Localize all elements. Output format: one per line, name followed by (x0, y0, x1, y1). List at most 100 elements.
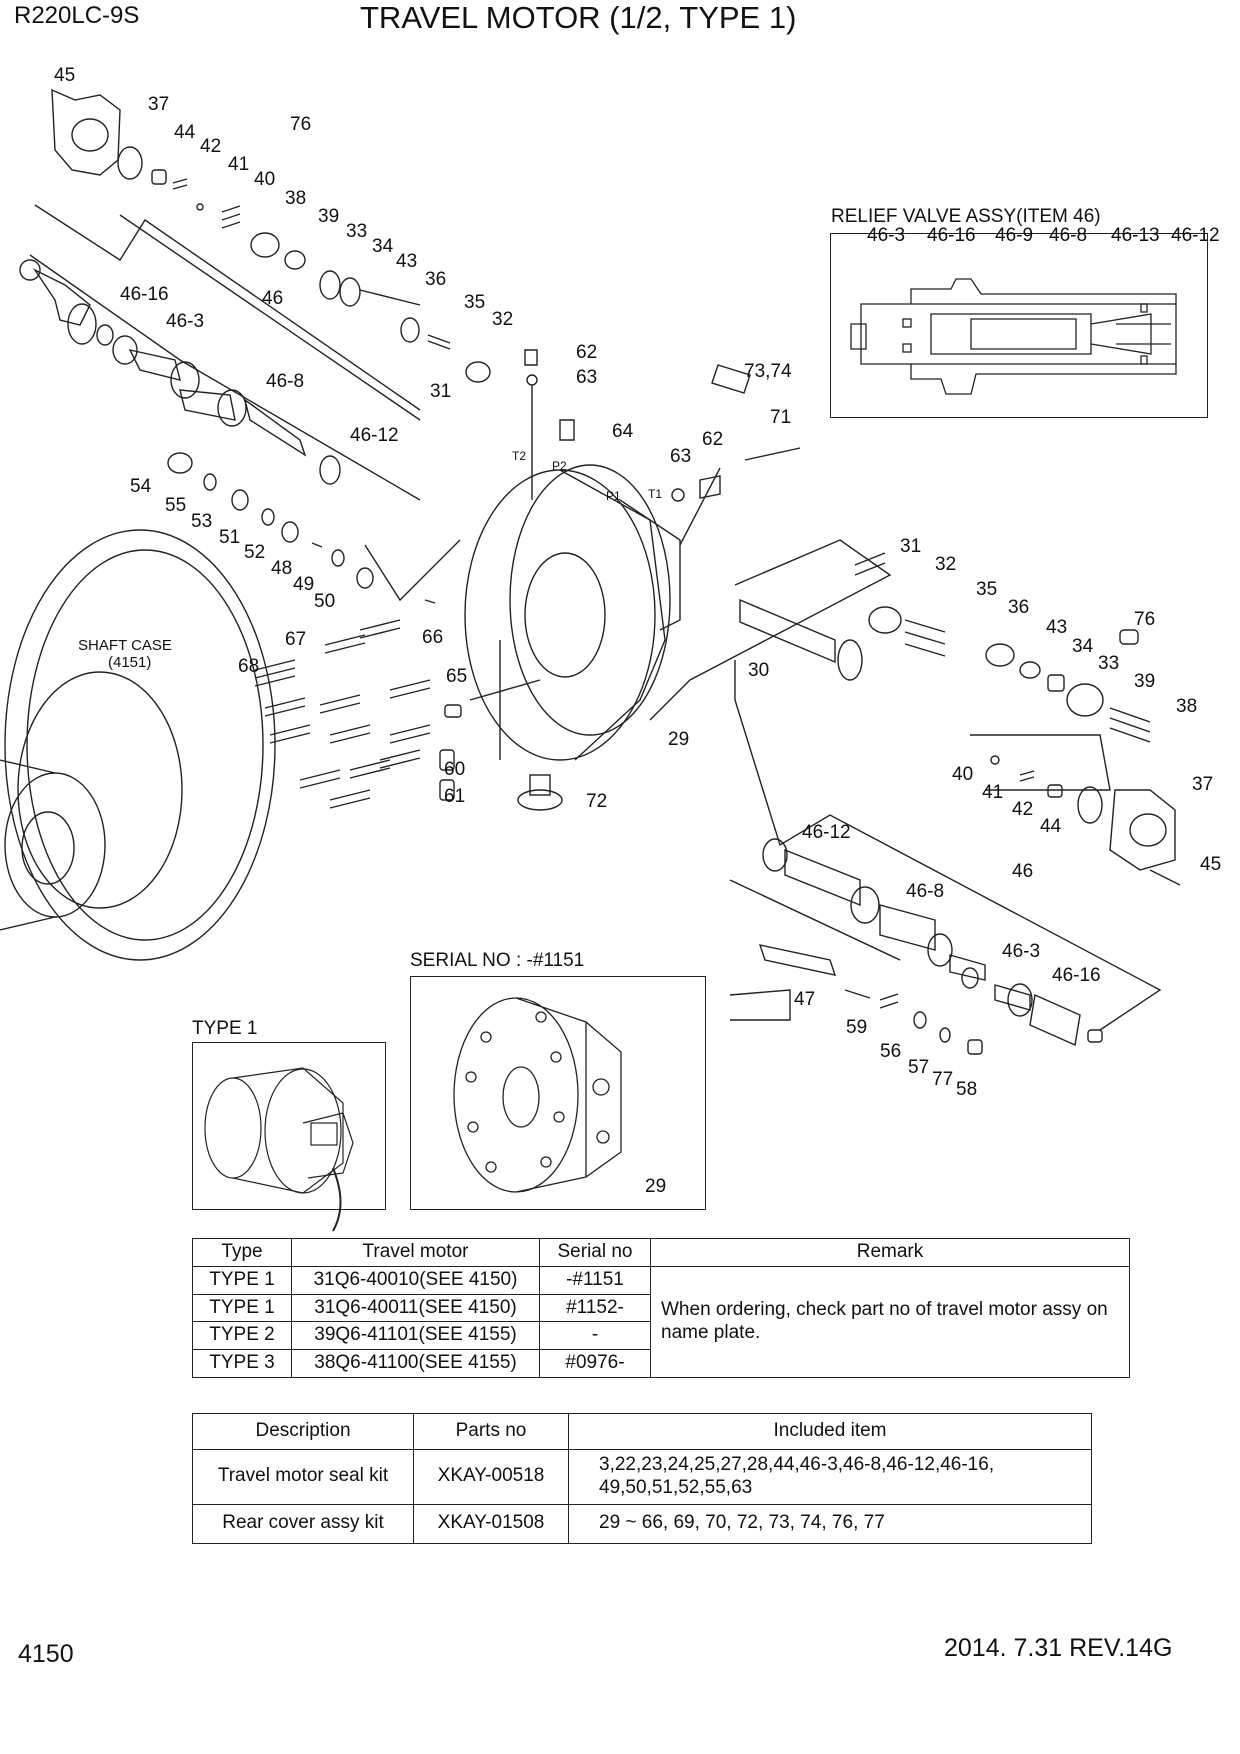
callout: 44 (1040, 816, 1062, 837)
kit-table: Description Parts no Included item Trave… (192, 1413, 1092, 1544)
kit-table-header: Parts no (413, 1413, 569, 1450)
callout: 56 (880, 1041, 902, 1062)
type-table-header: Type (192, 1238, 292, 1267)
kit-included: 3,22,23,24,25,27,28,44,46-3,46-8,46-12,4… (568, 1448, 1092, 1505)
table-row: TYPE 1 31Q6-40010(SEE 4150) -#1151 When … (192, 1265, 1130, 1378)
type-cell: TYPE 1 (192, 1293, 292, 1323)
callout: 63 (576, 367, 598, 388)
callout: 63 (670, 446, 692, 467)
port-label: T1 (648, 487, 663, 501)
callout: 29 (668, 729, 690, 750)
kit-description: Rear cover assy kit (192, 1503, 414, 1544)
callout: 58 (956, 1079, 978, 1100)
callout: 33 (346, 221, 368, 242)
shaft-case-label: SHAFT CASE (78, 637, 172, 654)
callout: 67 (285, 629, 307, 650)
type1-inset (192, 1042, 386, 1232)
callout: 32 (492, 309, 514, 330)
callout: 42 (200, 136, 222, 157)
table-row: TYPE 2 39Q6-41101(SEE 4155) - (192, 1321, 1130, 1351)
callout: 39 (318, 206, 340, 227)
serial-part-drawing (453, 997, 622, 1193)
callout: 46-8 (266, 371, 305, 392)
motor-cell: 31Q6-40011(SEE 4150) (291, 1293, 540, 1323)
relief-callout: 46-3 (867, 225, 906, 246)
callout: 41 (982, 782, 1004, 803)
revision-date: 2014. 7.31 REV.14G (944, 1634, 1173, 1662)
kit-table-header: Included item (568, 1413, 1092, 1450)
callout: 36 (1008, 597, 1030, 618)
callout: 30 (748, 660, 770, 681)
relief-callout: 46-13 (1111, 225, 1160, 246)
motor-cell: 31Q6-40010(SEE 4150) (291, 1265, 540, 1295)
callout: 46-3 (1002, 941, 1041, 962)
relief-callout: 46-16 (927, 225, 976, 246)
callout: 37 (148, 94, 170, 115)
callout: 38 (1176, 696, 1198, 717)
callout: 33 (1098, 653, 1120, 674)
callout: 50 (314, 591, 336, 612)
shaft-case-ref: (4151) (108, 654, 152, 671)
shaft-case-drawing (0, 529, 276, 961)
model-name: R220LC-9S (14, 2, 140, 29)
callout: 39 (1134, 671, 1156, 692)
port-label: P2 (552, 459, 567, 473)
table-row: TYPE 1 31Q6-40011(SEE 4150) #1152- (192, 1293, 1130, 1323)
callout: 46-8 (906, 881, 945, 902)
callout: 38 (285, 188, 307, 209)
motor-cell: 38Q6-41100(SEE 4155) (291, 1349, 540, 1378)
callout: 68 (238, 656, 260, 677)
callout: 46-3 (166, 311, 205, 332)
callout: 46 (1012, 861, 1034, 882)
serial-callout: 29 (645, 1176, 667, 1197)
callout: 55 (165, 495, 187, 516)
kit-included: 29 ~ 66, 69, 70, 72, 73, 74, 76, 77 (568, 1503, 1092, 1544)
relief-box-title: RELIEF VALVE ASSY(ITEM 46) (831, 206, 1101, 227)
relief-valve-box: RELIEF VALVE ASSY(ITEM 46) 46-3 46-16 46… (830, 206, 1220, 418)
callout: 49 (293, 574, 315, 595)
relief-valve-drawing (850, 278, 1177, 395)
callout: 41 (228, 154, 250, 175)
kit-part-no: XKAY-00518 (413, 1448, 569, 1505)
callout: 34 (372, 236, 394, 257)
callout: 48 (271, 558, 293, 579)
serial-cell: #0976- (539, 1349, 651, 1378)
callout: 57 (908, 1057, 930, 1078)
serial-cell: -#1151 (539, 1265, 651, 1295)
callout: 62 (702, 429, 724, 450)
callout: 45 (1200, 854, 1222, 875)
motor-cell: 39Q6-41101(SEE 4155) (291, 1321, 540, 1351)
page-number: 4150 (18, 1640, 74, 1668)
callout: 45 (54, 65, 76, 86)
callout: 65 (446, 666, 468, 687)
callout: 31 (900, 536, 922, 557)
callout: 77 (932, 1069, 954, 1090)
callout: 54 (130, 476, 152, 497)
callout: 60 (444, 759, 466, 780)
type1-box-title: TYPE 1 (192, 1018, 258, 1039)
type-cell: TYPE 2 (192, 1321, 292, 1351)
callout: 43 (1046, 617, 1068, 638)
port-label: T2 (512, 449, 527, 463)
cover-plate-drawing (464, 464, 681, 761)
callout: 59 (846, 1017, 868, 1038)
callout: 35 (976, 579, 998, 600)
callout: 40 (254, 169, 276, 190)
type-table: Type Travel motor Serial no Remark TYPE … (192, 1238, 1130, 1378)
callout: 52 (244, 542, 266, 563)
kit-table-header: Description (192, 1413, 414, 1450)
serial-cell: - (539, 1321, 651, 1351)
callout: 31 (430, 381, 452, 402)
type-cell: TYPE 3 (192, 1349, 292, 1378)
callout: 37 (1192, 774, 1214, 795)
table-row: Rear cover assy kit XKAY-01508 29 ~ 66, … (192, 1503, 1092, 1544)
callout: 46 (262, 288, 284, 309)
serial-box-title: SERIAL NO : -#1151 (410, 950, 585, 971)
callout: 35 (464, 292, 486, 313)
type-cell: TYPE 1 (192, 1265, 292, 1295)
relief-callout: 46-8 (1049, 225, 1088, 246)
callout: 46-16 (120, 284, 169, 305)
callout: 46-12 (350, 425, 399, 446)
callout: 76 (290, 114, 312, 135)
